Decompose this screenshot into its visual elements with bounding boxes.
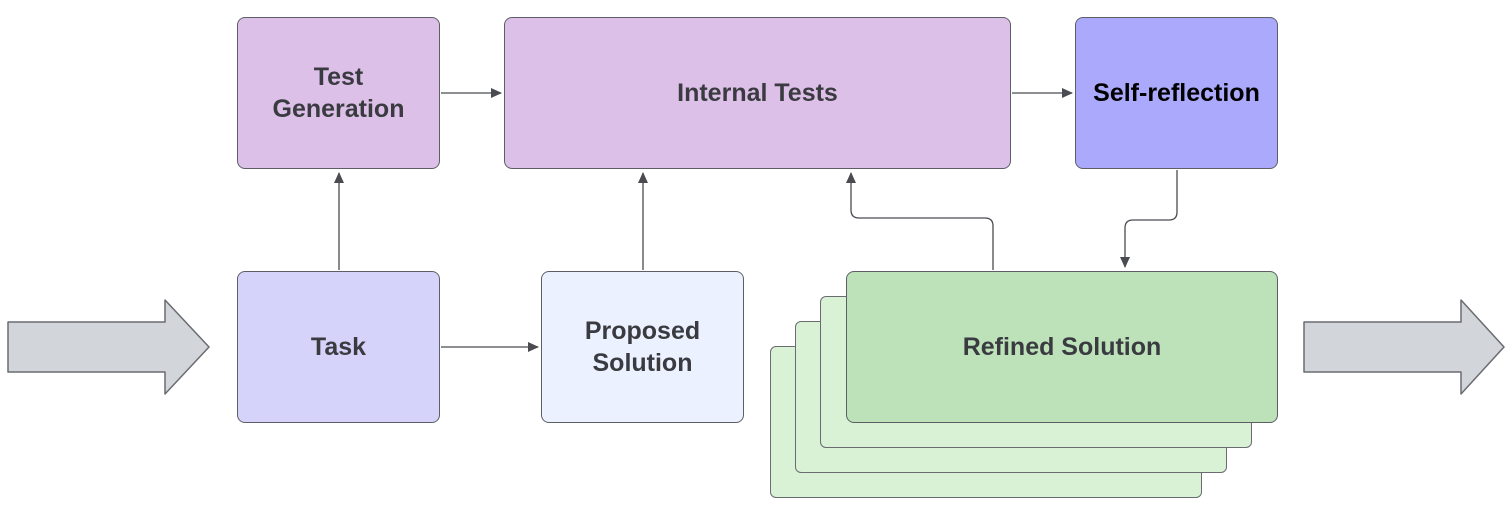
proposed-solution-label: Proposed Solution	[584, 316, 701, 378]
input-arrow	[7, 299, 210, 395]
refined-solution-node: Refined Solution	[846, 271, 1278, 423]
proposed-solution-node: Proposed Solution	[541, 271, 744, 423]
self-reflection-node: Self-reflection	[1075, 17, 1278, 169]
self-reflection-label: Self-reflection	[1093, 78, 1260, 107]
edge-refined-solution-to-internal-tests	[846, 172, 994, 270]
edge-self-reflection-to-refined-solution	[1120, 170, 1178, 268]
internal-tests-label: Internal Tests	[677, 78, 838, 107]
task-label: Task	[310, 332, 367, 361]
refined-solution-label: Refined Solution	[962, 332, 1162, 361]
test-generation-node: Test Generation	[237, 17, 440, 169]
test-generation-label: Test Generation	[272, 62, 405, 124]
output-arrow	[1303, 299, 1505, 395]
task-node: Task	[237, 271, 440, 423]
internal-tests-node: Internal Tests	[504, 17, 1011, 169]
